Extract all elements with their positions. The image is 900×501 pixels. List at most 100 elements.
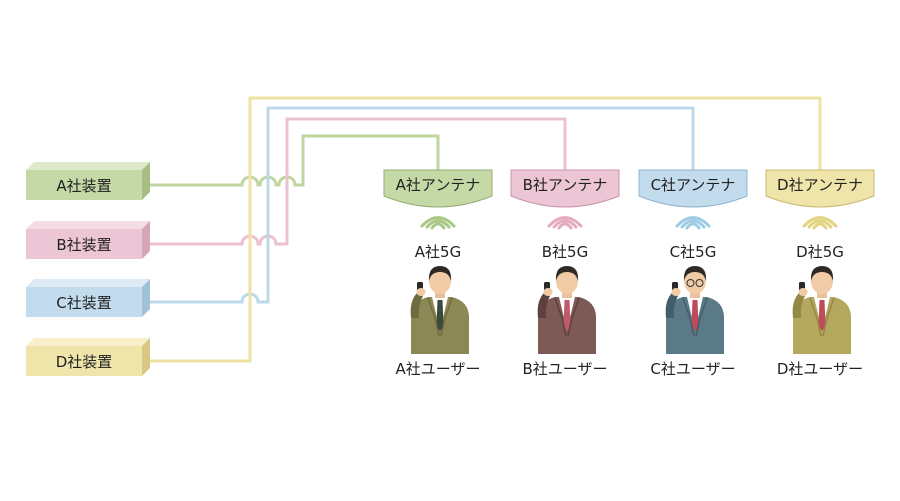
network-label: A社5G	[415, 243, 461, 261]
device-face	[26, 346, 142, 376]
glasses-icon	[695, 279, 704, 287]
person-hand	[671, 288, 681, 296]
person-head	[811, 268, 833, 294]
device-face	[26, 170, 142, 200]
antenna-d: D社アンテナ	[765, 169, 875, 208]
signal-wave-icon	[557, 222, 573, 230]
person-lapel	[440, 297, 453, 337]
network-label: C社5G	[670, 243, 717, 261]
antenna-label: D社アンテナ	[777, 176, 863, 194]
antenna-b: B社アンテナ	[510, 169, 620, 208]
device-side	[142, 221, 150, 259]
person-head	[684, 268, 706, 294]
device-top	[26, 162, 150, 170]
person-hand	[416, 288, 426, 296]
person-arm	[665, 292, 678, 318]
users: A社ユーザー B社ユーザー C社ユーザー D社ユーザー	[396, 266, 863, 378]
antenna-label: A社アンテナ	[396, 176, 481, 194]
person-arm	[537, 292, 550, 318]
device-label: D社装置	[56, 353, 113, 371]
signal-wave-icon	[812, 222, 828, 230]
person-tie	[691, 300, 699, 331]
antenna-shape	[383, 169, 493, 208]
signal-a: A社5G	[415, 216, 461, 261]
person-hair	[683, 266, 707, 281]
device-side	[142, 279, 150, 317]
signals: A社5G B社5G C社5G D社5G	[415, 216, 844, 261]
signal-wave-icon	[420, 216, 456, 228]
antenna-shape	[765, 169, 875, 208]
antenna-a: A社アンテナ	[383, 169, 493, 208]
signal-wave-icon	[547, 216, 583, 228]
signal-b: B社5G	[542, 216, 588, 261]
signal-wave-icon	[685, 222, 701, 230]
wire-b	[150, 117, 567, 246]
person-head	[429, 268, 451, 294]
person-tie	[436, 300, 444, 331]
wires	[150, 96, 822, 363]
person-hair	[810, 266, 834, 281]
device-top	[26, 279, 150, 287]
antenna-c: C社アンテナ	[638, 169, 748, 208]
signal-wave-icon	[675, 216, 711, 228]
device-label: B社装置	[56, 236, 111, 254]
user-b: B社ユーザー	[523, 266, 608, 378]
person-head	[556, 268, 578, 294]
user-label: B社ユーザー	[523, 360, 608, 378]
person-arm	[410, 292, 423, 318]
device-face	[26, 287, 142, 317]
devices: A社装置 B社装置 C社装置 D社装置	[26, 162, 150, 376]
device-b: B社装置	[26, 221, 150, 259]
signal-wave-icon	[807, 219, 833, 229]
device-a: A社装置	[26, 162, 150, 200]
person-tie	[563, 300, 571, 331]
network-label: D社5G	[796, 243, 844, 261]
person-tie	[818, 300, 826, 331]
network-label: B社5G	[542, 243, 588, 261]
signal-wave-icon	[802, 216, 838, 228]
signal-wave-icon	[425, 219, 451, 229]
signal-c: C社5G	[670, 216, 717, 261]
device-top	[26, 221, 150, 229]
antenna-label: B社アンテナ	[523, 176, 608, 194]
person-arm	[792, 292, 805, 318]
user-d: D社ユーザー	[777, 266, 863, 378]
signal-wave-icon	[430, 222, 446, 230]
person-lapel	[682, 297, 695, 337]
user-label: A社ユーザー	[396, 360, 481, 378]
antenna-shape	[638, 169, 748, 208]
device-top	[26, 338, 150, 346]
antenna-label: C社アンテナ	[651, 176, 736, 194]
device-d: D社装置	[26, 338, 150, 376]
person-hair	[428, 266, 452, 281]
person-lapel	[427, 297, 440, 337]
device-face	[26, 229, 142, 259]
person-lapel	[695, 297, 708, 337]
device-side	[142, 338, 150, 376]
device-side	[142, 162, 150, 200]
person-hand	[543, 288, 553, 296]
wire-c	[150, 106, 695, 304]
user-c: C社ユーザー	[650, 266, 736, 378]
person-lapel	[554, 297, 567, 337]
device-c: C社装置	[26, 279, 150, 317]
device-label: A社装置	[56, 177, 111, 195]
user-label: D社ユーザー	[777, 360, 863, 378]
person-lapel	[809, 297, 822, 337]
person-hair	[555, 266, 579, 281]
signal-wave-icon	[552, 219, 578, 229]
signal-d: D社5G	[796, 216, 844, 261]
antenna-shape	[510, 169, 620, 208]
glasses-icon	[686, 279, 695, 287]
user-a: A社ユーザー	[396, 266, 481, 378]
user-label: C社ユーザー	[650, 360, 735, 378]
person-lapel	[822, 297, 835, 337]
device-label: C社装置	[56, 294, 111, 312]
signal-wave-icon	[680, 219, 706, 229]
wire-d	[150, 96, 822, 363]
person-hand	[798, 288, 808, 296]
person-lapel	[567, 297, 580, 337]
antennas: A社アンテナ B社アンテナ C社アンテナ D社アンテナ	[383, 169, 875, 208]
